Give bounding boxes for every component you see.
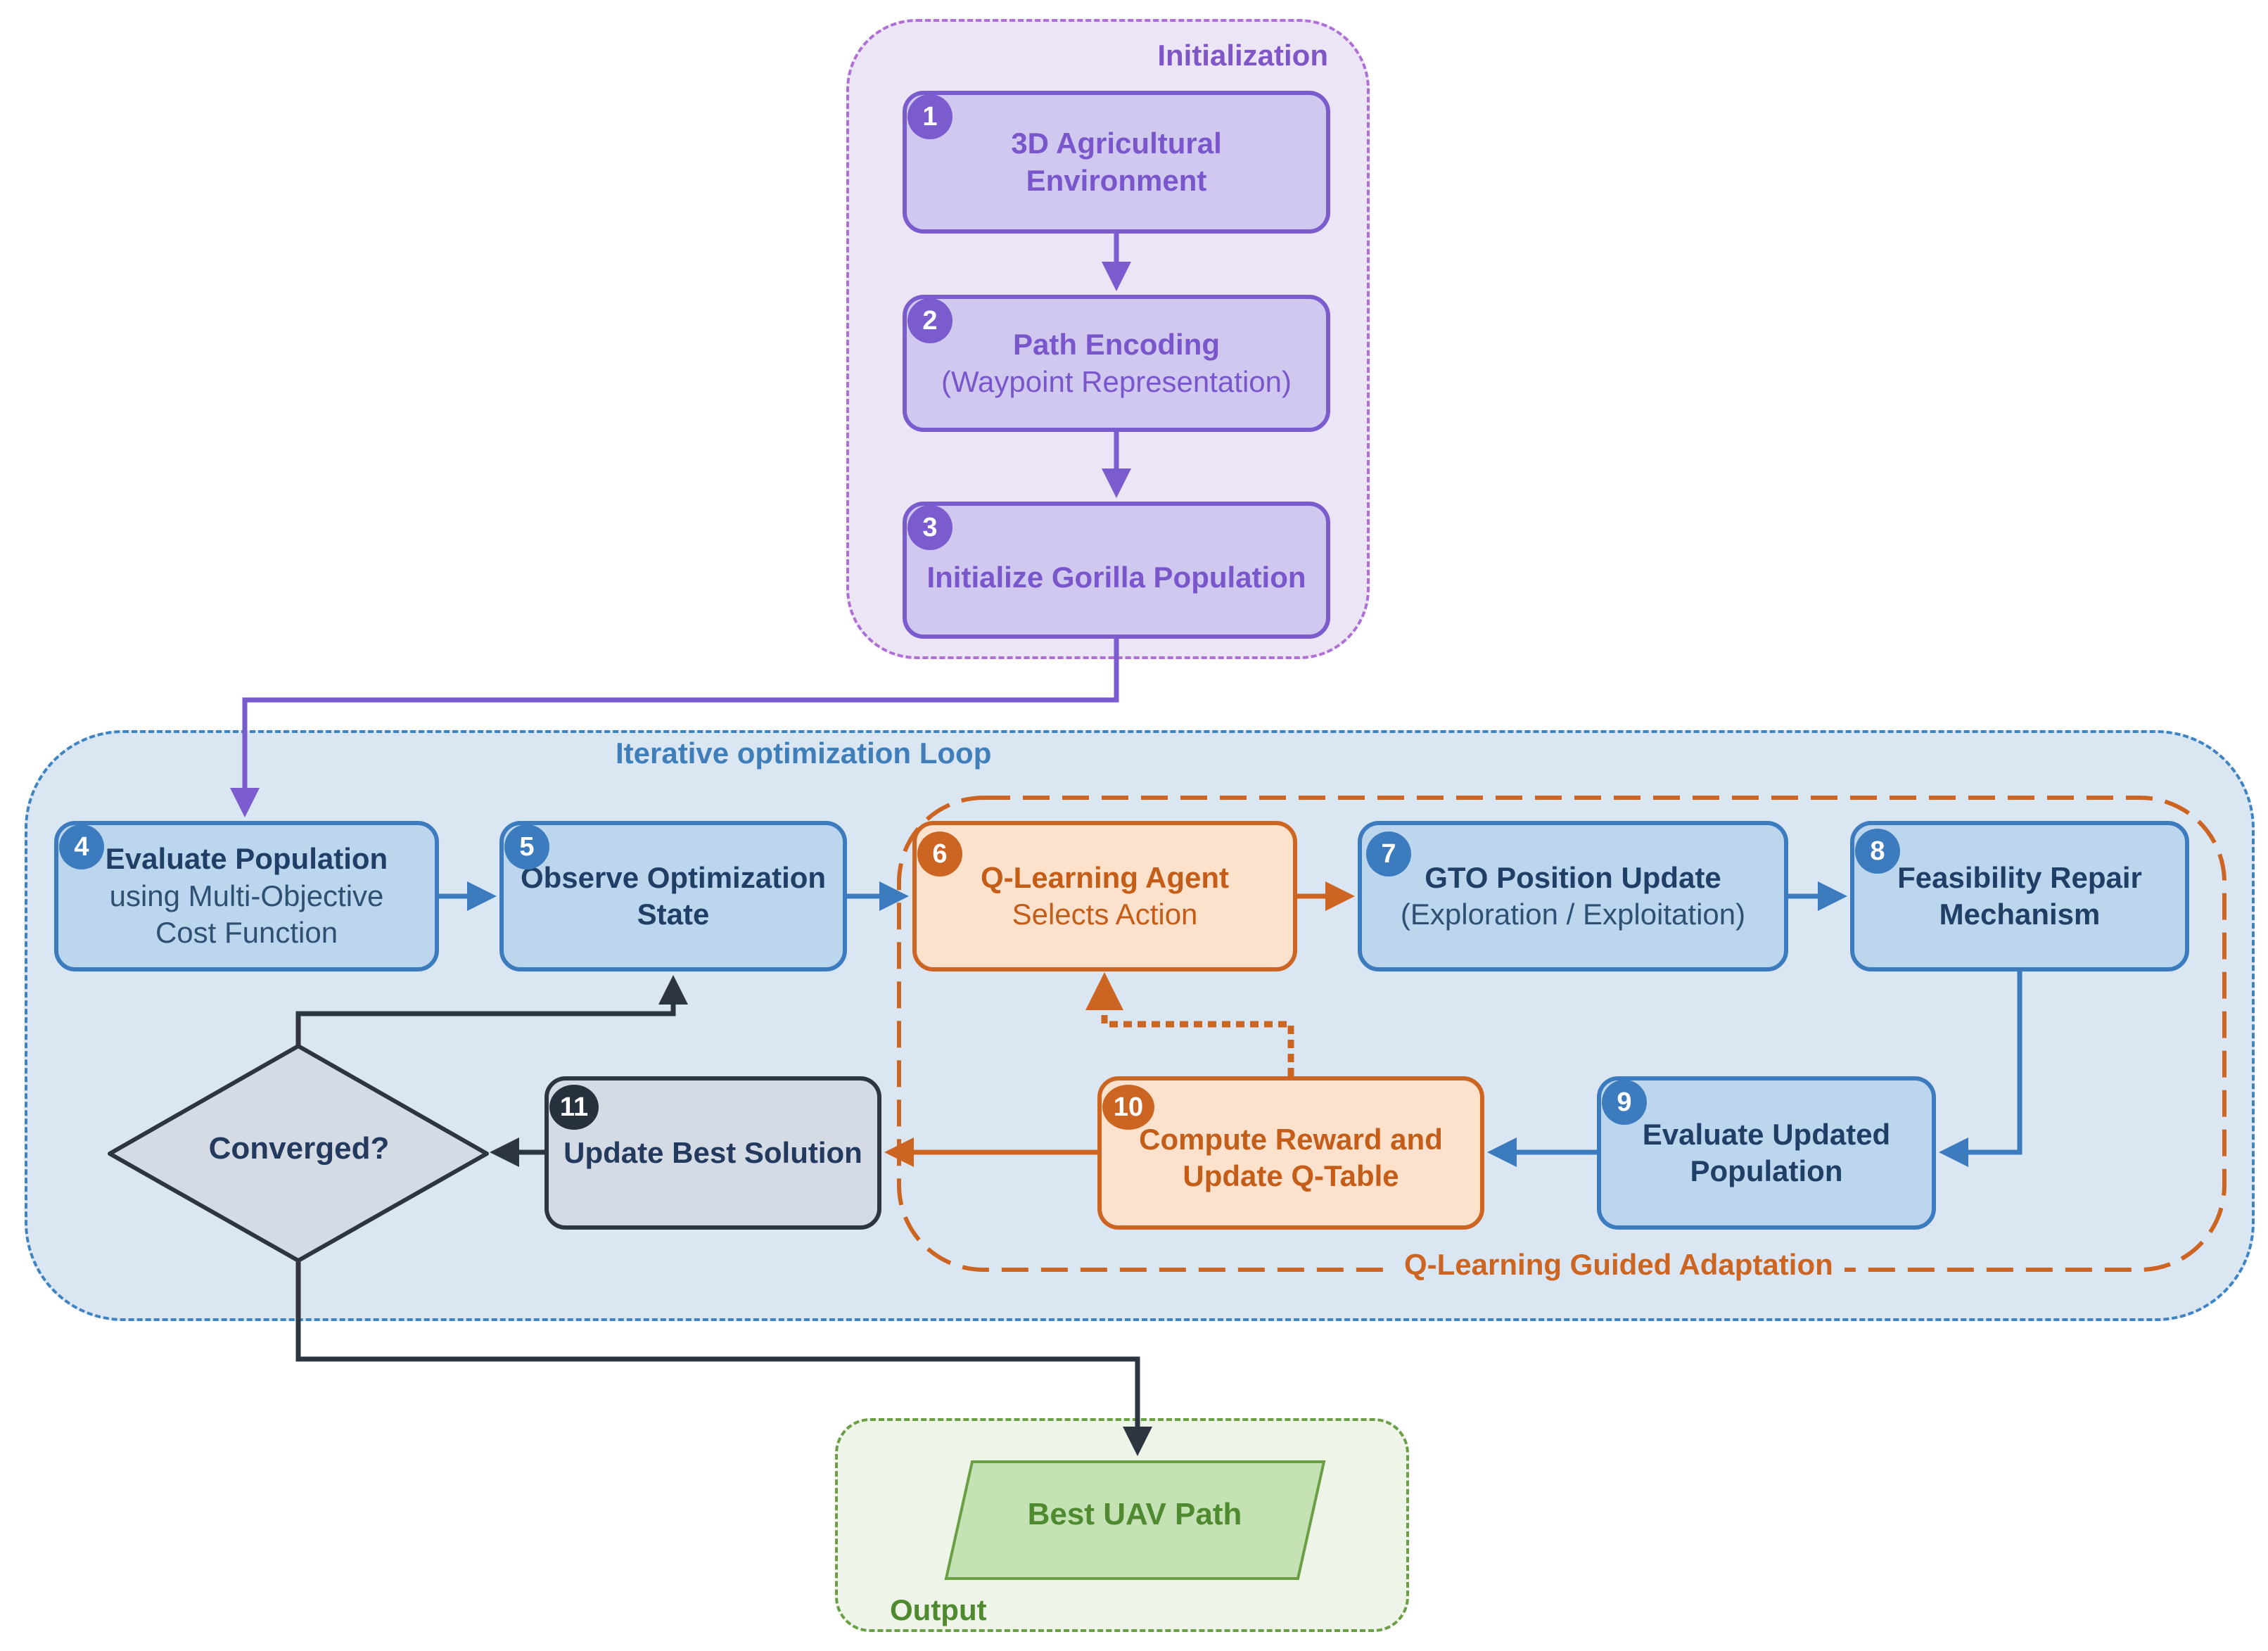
step-label-line2: Population — [1690, 1154, 1843, 1187]
step-label-line1: Evaluate Updated — [1642, 1117, 1891, 1151]
qlearning-title: Q-Learning Guided Adaptation — [1393, 1248, 1845, 1282]
step-6-qlearning-agent: Q-Learning Agent Selects Action — [912, 821, 1297, 971]
step-6-badge: 6 — [917, 831, 962, 877]
decision-diamond — [108, 1044, 489, 1263]
step-label-line1: Initialize Gorilla Population — [926, 561, 1306, 594]
step-5-observe-state: Observe Optimization State — [499, 821, 847, 971]
step-label-line2: Update Q-Table — [1183, 1159, 1399, 1192]
step-label-line1: Path Encoding — [1013, 328, 1220, 361]
step-label-line1: GTO Position Update — [1425, 860, 1721, 894]
step-label-line1: Feasibility Repair — [1897, 860, 2142, 894]
step-8-feasibility-repair: Feasibility Repair Mechanism — [1850, 821, 2189, 971]
step-label-line2: Environment — [1026, 163, 1207, 197]
optimization-loop-title: Iterative optimization Loop — [616, 737, 992, 770]
step-1-environment: 3D Agricultural Environment — [903, 91, 1330, 234]
arrow-decision-to-output — [295, 1261, 1152, 1456]
step-1-badge: 1 — [907, 94, 953, 139]
step-9-evaluate-updated: Evaluate Updated Population — [1597, 1076, 1936, 1230]
step-label-line1: 3D Agricultural — [1011, 127, 1222, 160]
step-label-line2: (Exploration / Exploitation) — [1400, 898, 1746, 931]
step-10-badge: 10 — [1102, 1085, 1154, 1130]
step-label-line2: using Multi-Objective — [109, 879, 384, 912]
step-2-badge: 2 — [907, 298, 953, 343]
step-label-line1: Update Best Solution — [563, 1135, 862, 1169]
step-label-line1: Compute Reward and — [1139, 1122, 1443, 1156]
step-8-badge: 8 — [1855, 829, 1900, 874]
step-2-path-encoding: Path Encoding (Waypoint Representation) — [903, 295, 1330, 432]
step-label-line2: (Waypoint Representation) — [941, 364, 1292, 398]
step-label-line3: Cost Function — [155, 916, 338, 950]
step-11-update-best: Update Best Solution — [544, 1076, 881, 1230]
step-4-badge: 4 — [59, 824, 104, 869]
step-11-badge: 11 — [549, 1085, 599, 1130]
arrow-10-to-6-feedback — [1085, 972, 1294, 1076]
step-label-line2: Mechanism — [1939, 898, 2101, 931]
step-7-badge: 7 — [1366, 831, 1411, 877]
step-label-line1: Evaluate Population — [105, 842, 388, 876]
step-7-gto-position-update: GTO Position Update (Exploration / Explo… — [1358, 821, 1788, 971]
step-4-evaluate-population: Evaluate Population using Multi-Objectiv… — [54, 821, 439, 971]
step-3-init-population: Initialize Gorilla Population — [903, 502, 1330, 639]
decision-label: Converged? — [208, 1131, 390, 1166]
step-3-badge: 3 — [907, 505, 953, 550]
step-5-badge: 5 — [504, 824, 549, 869]
output-label: Best UAV Path — [1027, 1497, 1242, 1531]
arrow-decision-to-5 — [295, 975, 688, 1046]
arrow-8-to-9 — [1939, 971, 2022, 1167]
step-label-line2: State — [637, 898, 710, 931]
step-label-line1: Q-Learning Agent — [980, 860, 1230, 894]
arrow-3-to-4 — [230, 639, 1119, 817]
step-label-line2: Selects Action — [1012, 898, 1198, 931]
output-title: Output — [890, 1593, 987, 1626]
step-10-compute-reward: Compute Reward and Update Q-Table — [1097, 1076, 1484, 1230]
step-label-line1: Observe Optimization — [520, 860, 827, 894]
initialization-title: Initialization — [1157, 39, 1328, 72]
output-parallelogram — [944, 1460, 1326, 1580]
step-9-badge: 9 — [1602, 1080, 1647, 1125]
